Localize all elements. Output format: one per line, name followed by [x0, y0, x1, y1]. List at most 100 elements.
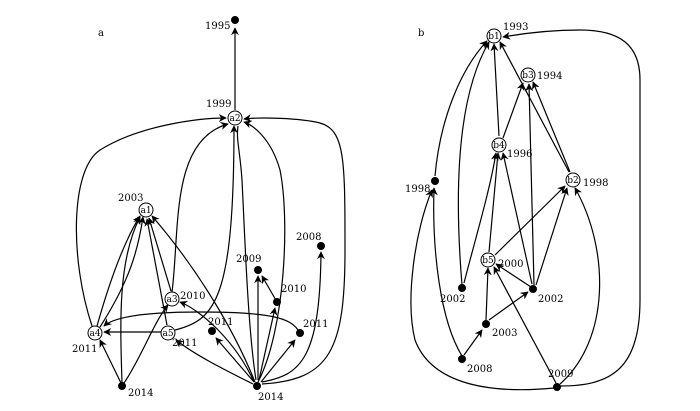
node-name-b4: b4	[493, 141, 505, 151]
year-label-b-2009: 2009	[548, 369, 573, 380]
node-b-2008	[458, 355, 466, 363]
year-label-a4: 2011	[72, 344, 97, 355]
edge-2010-to-2009	[261, 275, 278, 303]
node-b5	[480, 252, 496, 268]
year-label-b-1998: 1998	[405, 184, 430, 195]
panel-b-edges	[410, 29, 641, 391]
node-a3	[164, 291, 180, 307]
edge-b2-to-b3	[532, 81, 571, 173]
edge-a3-to-a1	[147, 217, 172, 292]
node-b-1998	[431, 177, 439, 185]
year-label-a3: 2010	[180, 291, 205, 302]
edge-2011r-to-a4	[103, 311, 299, 331]
node-b-2002l	[458, 284, 466, 292]
edge-b2009-to-b2	[559, 187, 601, 385]
node-b-2009	[553, 383, 561, 391]
edge-2014l-to-a1	[120, 216, 141, 384]
year-label-a2: 1999	[206, 99, 231, 110]
edge-2014m-to-a3	[179, 300, 255, 383]
edge-2014m-to-2010	[258, 307, 278, 381]
panel-b-node-names: b1 b3 b4 b2 b5	[482, 32, 579, 266]
panel-a-node-names: a2 a1 a3 a4 a5	[89, 114, 240, 339]
edge-2014l-to-a4	[99, 339, 122, 384]
panel-a-nodes	[87, 16, 325, 390]
edge-b2003-to-b5	[483, 267, 492, 321]
node-name-b3: b3	[522, 71, 534, 81]
node-name-b2: b2	[567, 176, 579, 186]
node-b-2002r	[529, 285, 537, 293]
year-label-a5: 2011	[172, 338, 197, 349]
node-a-2014l	[118, 382, 126, 390]
panel-label-b: b	[418, 28, 424, 39]
edge-2014m-to-a2-b	[243, 120, 286, 383]
node-b4	[491, 137, 507, 153]
edge-2014m-to-a2	[236, 125, 257, 381]
panel-a-year-labels: 1995 1999 2003 2008 2009 2010 2010 2011 …	[72, 21, 328, 403]
edge-2014m-to-2008	[261, 251, 325, 383]
year-label-b1: 1993	[503, 22, 528, 33]
panel-a-edges	[75, 27, 346, 385]
node-a5	[160, 325, 176, 341]
node-a-2009	[254, 266, 262, 274]
year-label-a-2011r: 2011	[303, 319, 328, 330]
node-a-2011c	[208, 327, 216, 335]
edge-2014m-right-loop	[243, 114, 346, 385]
edge-b2003-to-b2002r	[488, 291, 529, 321]
edge-a3-to-a2	[171, 122, 229, 293]
node-a4	[87, 325, 103, 341]
year-label-b5: 2000	[498, 259, 523, 270]
node-b-2003	[482, 320, 490, 328]
year-label-a-2008: 2008	[296, 232, 321, 243]
year-label-b4: 1996	[507, 149, 532, 160]
edge-b4-to-b1	[490, 43, 500, 137]
panel-label-a: a	[98, 28, 104, 39]
edge-b2009-to-b1	[502, 29, 641, 387]
year-label-b-2008: 2008	[467, 364, 492, 375]
node-name-a3: a3	[166, 295, 177, 305]
node-name-b5: b5	[482, 256, 494, 266]
edge-b2002r-to-b4	[500, 152, 533, 285]
year-label-a-1995: 1995	[205, 21, 230, 32]
edge-b2002l-to-b1	[457, 41, 490, 286]
edge-a4-to-a2	[75, 114, 227, 327]
edge-b2009-to-b5	[493, 266, 557, 384]
node-a1	[138, 202, 154, 218]
node-a-1995	[231, 16, 239, 24]
edge-b2008-to-b1998	[429, 187, 463, 357]
edge-b2002r-to-b5	[495, 263, 532, 288]
year-label-b-2003: 2003	[492, 328, 517, 339]
year-label-a-2014m: 2014	[258, 392, 283, 403]
edge-b4-to-b3	[502, 82, 525, 139]
node-name-a1: a1	[140, 206, 151, 216]
edge-b2002r-to-b3	[525, 83, 535, 286]
node-b2	[565, 172, 581, 188]
edge-a5-to-a2	[174, 125, 238, 331]
year-label-a-2010: 2010	[281, 284, 306, 295]
panel-b-nodes	[431, 28, 581, 391]
year-label-a1: 2003	[118, 193, 143, 204]
edge-b2002r-to-b2	[535, 187, 569, 286]
node-name-a2: a2	[229, 114, 240, 124]
node-a-2010	[273, 298, 281, 306]
year-label-b3: 1994	[537, 71, 562, 82]
node-name-b1: b1	[488, 32, 500, 42]
edge-b2008-to-b2003	[463, 329, 483, 356]
node-a2	[227, 110, 243, 126]
edge-b2009-to-b1998	[410, 189, 555, 391]
panel-b: b	[405, 22, 641, 391]
year-label-a-2014l: 2014	[128, 388, 153, 399]
edge-a5-to-a1	[144, 218, 168, 326]
year-label-a-2009: 2009	[236, 254, 261, 265]
edge-b2002l-to-b4	[463, 152, 499, 284]
year-label-b2: 1998	[583, 178, 608, 189]
panel-a: a	[72, 16, 346, 403]
edge-2014m-to-2011c	[215, 337, 255, 383]
year-label-a-2011c: 2011	[208, 317, 233, 328]
node-a-2011r	[296, 329, 304, 337]
edge-2014m-to-a1	[151, 215, 256, 383]
edge-a4-to-a1-b	[99, 216, 146, 328]
edge-2014m-to-a5	[175, 339, 254, 385]
edge-b1998-to-b1	[434, 40, 488, 177]
node-name-a5: a5	[162, 329, 173, 339]
